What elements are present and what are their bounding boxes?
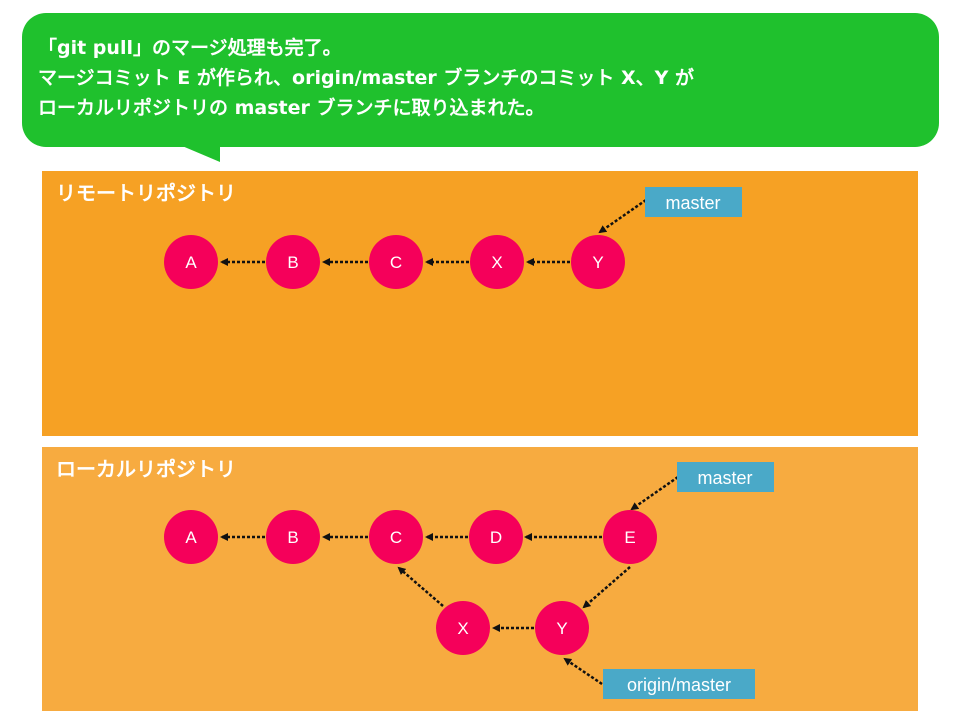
remote-commit-c-label: C	[390, 253, 402, 272]
local-commit-a-label: A	[185, 528, 197, 547]
remote-commit-links	[220, 198, 647, 266]
local-link-e-y	[582, 566, 631, 609]
remote-commit-x-label: X	[491, 253, 502, 272]
remote-master-tag-label: master	[665, 193, 720, 213]
local-commit-c-label: C	[390, 528, 402, 547]
local-link-x-c	[397, 566, 444, 607]
local-commit-x: X	[436, 601, 490, 655]
message-line-2: マージコミット E が作られ、origin/master ブランチのコミット X…	[38, 67, 695, 89]
remote-commit-a-label: A	[185, 253, 197, 272]
remote-repository-title: リモートリポジトリ	[56, 181, 236, 205]
message-line-1: 「git pull」のマージ処理も完了。	[38, 37, 342, 59]
remote-commit-y-label: Y	[592, 253, 603, 272]
remote-commit-a: A	[164, 235, 218, 289]
local-commit-e-label: E	[624, 528, 635, 547]
local-commit-y-label: Y	[556, 619, 567, 638]
local-commit-c: C	[369, 510, 423, 564]
local-commit-b: B	[266, 510, 320, 564]
local-commit-a: A	[164, 510, 218, 564]
local-origin-master-pointer	[563, 657, 603, 686]
local-commit-d-label: D	[490, 528, 502, 547]
local-commit-x-label: X	[457, 619, 468, 638]
remote-master-tag: master	[645, 187, 742, 217]
local-commit-y: Y	[535, 601, 589, 655]
local-commit-links	[220, 475, 679, 686]
local-repository-title: ローカルリポジトリ	[56, 457, 236, 481]
message-bubble	[22, 13, 939, 147]
message-text: 「git pull」のマージ処理も完了。 マージコミット E が作られ、orig…	[38, 33, 918, 123]
remote-commit-y: Y	[571, 235, 625, 289]
remote-commit-b: B	[266, 235, 320, 289]
remote-commit-b-label: B	[287, 253, 298, 272]
local-origin-master-tag-label: origin/master	[627, 675, 731, 695]
remote-master-pointer	[598, 198, 647, 234]
local-master-pointer	[630, 475, 679, 511]
local-commit-b-label: B	[287, 528, 298, 547]
remote-commit-x: X	[470, 235, 524, 289]
local-commit-d: D	[469, 510, 523, 564]
message-line-3: ローカルリポジトリの master ブランチに取り込まれた。	[38, 97, 545, 119]
remote-repository-panel: リモートリポジトリ	[42, 171, 918, 436]
local-origin-master-tag: origin/master	[603, 669, 755, 699]
local-master-tag-label: master	[697, 468, 752, 488]
remote-commit-c: C	[369, 235, 423, 289]
local-master-tag: master	[677, 462, 774, 492]
local-commit-e: E	[603, 510, 657, 564]
